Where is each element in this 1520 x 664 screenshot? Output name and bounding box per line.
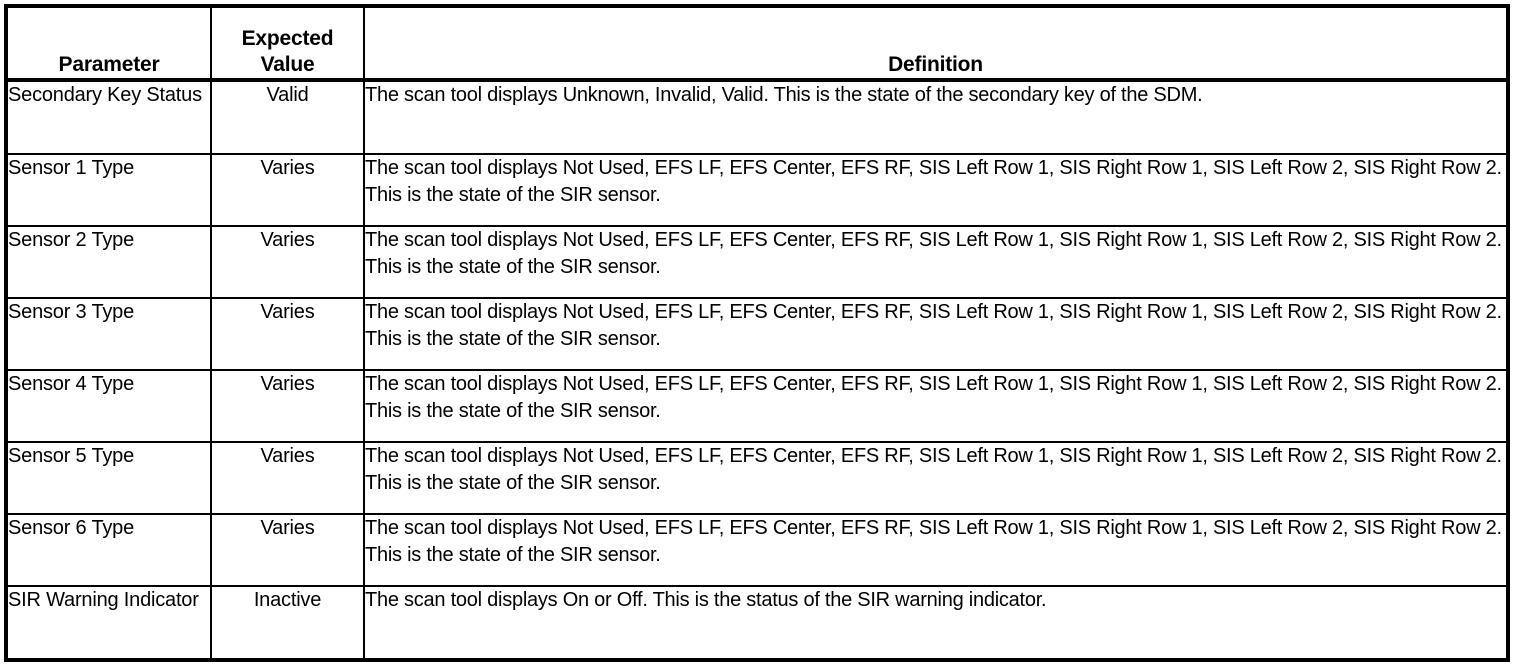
- cell-definition: The scan tool displays Not Used, EFS LF,…: [363, 369, 1509, 443]
- table-row: Sensor 5 Type Varies The scan tool displ…: [5, 441, 1509, 515]
- table-body: Secondary Key Status Valid The scan tool…: [5, 79, 1509, 660]
- table-header-row: Parameter Expected Value Definition: [5, 5, 1509, 82]
- cell-expected-value: Varies: [210, 513, 365, 587]
- cell-definition: The scan tool displays Not Used, EFS LF,…: [363, 225, 1509, 299]
- cell-expected-value: Valid: [210, 79, 365, 155]
- cell-expected-value: Inactive: [210, 585, 365, 660]
- cell-definition: The scan tool displays Not Used, EFS LF,…: [363, 441, 1509, 515]
- column-header-parameter: Parameter: [5, 5, 212, 82]
- cell-parameter: Sensor 2 Type: [5, 225, 212, 299]
- table-row: Sensor 3 Type Varies The scan tool displ…: [5, 297, 1509, 371]
- cell-parameter: SIR Warning Indicator: [5, 585, 212, 660]
- table-header: Parameter Expected Value Definition: [5, 5, 1509, 82]
- cell-expected-value: Varies: [210, 441, 365, 515]
- cell-expected-value: Varies: [210, 297, 365, 371]
- cell-expected-value: Varies: [210, 369, 365, 443]
- cell-expected-value: Varies: [210, 153, 365, 227]
- cell-parameter: Sensor 3 Type: [5, 297, 212, 371]
- cell-definition: The scan tool displays Not Used, EFS LF,…: [363, 297, 1509, 371]
- column-header-definition: Definition: [363, 5, 1509, 82]
- cell-definition: The scan tool displays Unknown, Invalid,…: [363, 79, 1509, 155]
- cell-parameter: Sensor 6 Type: [5, 513, 212, 587]
- table-row: Sensor 2 Type Varies The scan tool displ…: [5, 225, 1509, 299]
- table-row: SIR Warning Indicator Inactive The scan …: [5, 585, 1509, 660]
- table-row: Secondary Key Status Valid The scan tool…: [5, 79, 1509, 155]
- cell-definition: The scan tool displays Not Used, EFS LF,…: [363, 153, 1509, 227]
- parameter-definition-table: Parameter Expected Value Definition Seco…: [4, 4, 1510, 662]
- cell-definition: The scan tool displays Not Used, EFS LF,…: [363, 513, 1509, 587]
- cell-expected-value: Varies: [210, 225, 365, 299]
- cell-parameter: Sensor 5 Type: [5, 441, 212, 515]
- table-row: Sensor 6 Type Varies The scan tool displ…: [5, 513, 1509, 587]
- column-header-expected-value: Expected Value: [210, 5, 365, 82]
- table-row: Sensor 1 Type Varies The scan tool displ…: [5, 153, 1509, 227]
- cell-parameter: Sensor 1 Type: [5, 153, 212, 227]
- table-row: Sensor 4 Type Varies The scan tool displ…: [5, 369, 1509, 443]
- cell-parameter: Sensor 4 Type: [5, 369, 212, 443]
- cell-parameter: Secondary Key Status: [5, 79, 212, 155]
- cell-definition: The scan tool displays On or Off. This i…: [363, 585, 1509, 660]
